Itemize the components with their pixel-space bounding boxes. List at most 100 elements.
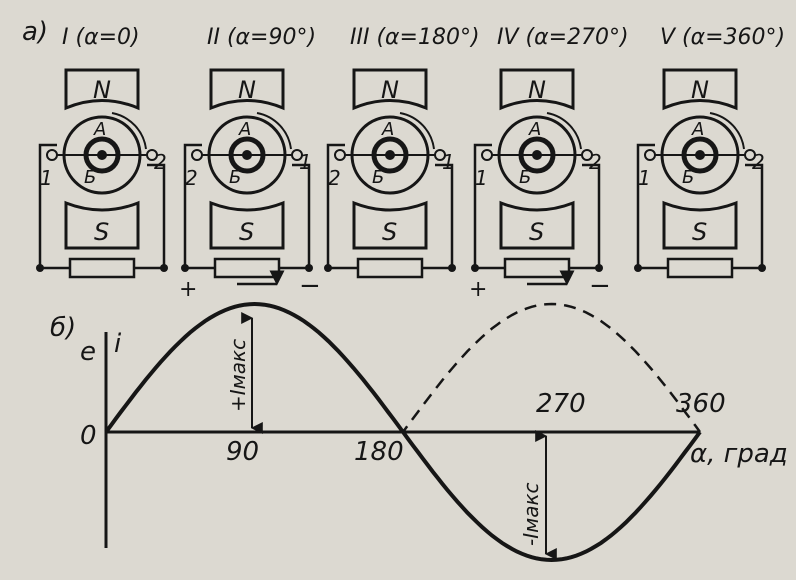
origin-label: 0 bbox=[80, 421, 97, 451]
left-brush bbox=[334, 149, 346, 161]
emf-current-graph: б) e i 0 α, град 90 180 270 360 +Iмакс -… bbox=[50, 301, 788, 563]
rotation-arrow bbox=[546, 112, 582, 150]
left-brush bbox=[644, 149, 656, 161]
segment-b-label: Б bbox=[682, 167, 694, 188]
right-brush bbox=[146, 149, 158, 161]
south-label: S bbox=[239, 218, 254, 246]
imax-pos-label: +Iмакс bbox=[226, 339, 250, 412]
north-label: N bbox=[691, 76, 709, 104]
rotation-arrow bbox=[111, 112, 147, 150]
rectified-curve bbox=[104, 302, 702, 435]
south-pole bbox=[352, 200, 428, 250]
segment-a-label: А bbox=[691, 119, 704, 140]
left-brush-label: 1 bbox=[475, 166, 488, 190]
negative-terminal-label: − bbox=[299, 271, 321, 301]
segment-b-label: Б bbox=[372, 167, 384, 188]
right-terminal bbox=[595, 264, 603, 272]
south-pole bbox=[209, 200, 285, 250]
load-resistor bbox=[68, 257, 136, 279]
alternating-curve bbox=[104, 301, 702, 563]
left-brush-label: 1 bbox=[638, 166, 651, 190]
segment-a-label: А bbox=[93, 119, 106, 140]
left-brush-label: 2 bbox=[328, 166, 341, 190]
position-title: I (α=0) bbox=[62, 25, 140, 50]
left-terminal bbox=[36, 264, 44, 272]
right-brush bbox=[744, 149, 756, 161]
south-label: S bbox=[692, 218, 707, 246]
north-label: N bbox=[528, 76, 546, 104]
left-terminal bbox=[181, 264, 189, 272]
right-wire bbox=[422, 163, 454, 270]
right-brush bbox=[434, 149, 446, 161]
north-pole bbox=[209, 68, 285, 111]
south-label: S bbox=[94, 218, 109, 246]
load-resistor bbox=[503, 257, 571, 279]
left-brush-label: 2 bbox=[185, 166, 198, 190]
right-wire bbox=[134, 163, 166, 270]
tick-label-360: 360 bbox=[676, 389, 726, 419]
right-terminal bbox=[305, 264, 313, 272]
north-pole bbox=[662, 68, 738, 111]
north-label: N bbox=[381, 76, 399, 104]
left-wire bbox=[38, 143, 70, 270]
part-label-a: а) bbox=[22, 17, 48, 47]
left-wire bbox=[473, 143, 505, 270]
right-wire bbox=[569, 163, 601, 270]
position-title: IV (α=270°) bbox=[497, 25, 629, 50]
load-resistor bbox=[213, 257, 281, 279]
right-wire bbox=[279, 163, 311, 270]
imax-neg-label: -Iмакс bbox=[519, 482, 543, 546]
right-brush bbox=[581, 149, 593, 161]
right-terminal bbox=[448, 264, 456, 272]
south-label: S bbox=[529, 218, 544, 246]
left-brush bbox=[46, 149, 58, 161]
left-brush bbox=[481, 149, 493, 161]
tick-label-180: 180 bbox=[354, 437, 404, 467]
north-pole bbox=[352, 68, 428, 111]
axis-label-i: i bbox=[114, 329, 122, 359]
right-terminal bbox=[160, 264, 168, 272]
segment-a-label: А bbox=[381, 119, 394, 140]
axis-label-e: e bbox=[80, 337, 96, 367]
north-label: N bbox=[238, 76, 256, 104]
load-resistor bbox=[666, 257, 734, 279]
positive-terminal-label: + bbox=[179, 277, 197, 302]
positive-terminal-label: + bbox=[469, 277, 487, 302]
commutator-positions: I (α=0) N S 1 2 А Б II (α=90°) N S 2 1 А Б + − III (α=18… bbox=[36, 25, 785, 302]
x-axis-label: α, град bbox=[690, 439, 788, 469]
segment-b-label: Б bbox=[229, 167, 241, 188]
left-brush-label: 1 bbox=[40, 166, 53, 190]
position-title: II (α=90°) bbox=[207, 25, 316, 50]
rotation-arrow bbox=[709, 112, 745, 150]
left-terminal bbox=[324, 264, 332, 272]
rotation-arrow bbox=[399, 112, 435, 150]
south-pole bbox=[662, 200, 738, 250]
position-title: V (α=360°) bbox=[660, 25, 785, 50]
north-pole bbox=[499, 68, 575, 111]
south-pole bbox=[499, 200, 575, 250]
tick-label-270: 270 bbox=[536, 389, 586, 419]
right-terminal bbox=[758, 264, 766, 272]
load-resistor bbox=[356, 257, 424, 279]
right-brush bbox=[291, 149, 303, 161]
position-title: III (α=180°) bbox=[350, 25, 480, 50]
right-wire bbox=[732, 163, 764, 270]
negative-terminal-label: − bbox=[589, 271, 611, 301]
north-pole bbox=[64, 68, 140, 111]
south-pole bbox=[64, 200, 140, 250]
left-wire bbox=[183, 143, 215, 270]
part-label-b: б) bbox=[50, 313, 76, 343]
left-wire bbox=[326, 143, 358, 270]
left-terminal bbox=[634, 264, 642, 272]
north-label: N bbox=[93, 76, 111, 104]
segment-a-label: А bbox=[528, 119, 541, 140]
left-brush bbox=[191, 149, 203, 161]
tick-label-90: 90 bbox=[226, 437, 259, 467]
segment-a-label: А bbox=[238, 119, 251, 140]
